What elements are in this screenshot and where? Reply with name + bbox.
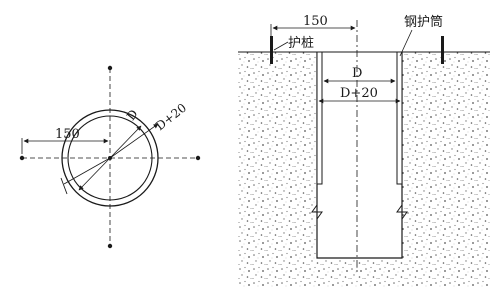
soil-left [238,52,317,287]
dim-D20-radius [109,123,159,159]
plan-view: 150 D D+20 [19,65,201,249]
dim-D20-radius-opposite [63,157,111,185]
plan-dim-D-label: D [124,107,141,123]
label-steel-casing: 钢护筒 [404,14,443,30]
guard-pile-right [441,36,444,64]
plan-dim-D20-label: D+20 [153,101,189,134]
casing-break-left [311,204,323,220]
soil-bottom [317,258,402,287]
dim-D-radius [109,125,142,159]
casing-wall-right [396,51,403,185]
guard-pile-left [270,36,273,64]
sec-dim-150-label: 150 [303,14,328,29]
guard-point-bottom [107,243,113,249]
label-pile-guard: 护桩 [288,36,314,51]
dim-D20-tick [60,177,68,195]
casing-break-right [396,204,408,220]
dim-D-radius-opposite [78,157,111,191]
steel-casing-leader [399,29,413,57]
borehole-outline [316,52,403,259]
section-view: 150 护桩 钢护筒 D D+20 [238,14,490,287]
casing-wall-left [316,51,323,185]
plan-dim-150-label: 150 [55,127,80,142]
guard-point-top [107,65,113,71]
guard-point-left [19,155,25,161]
sec-dim-D20-label: D+20 [340,86,378,101]
guard-point-right [195,155,201,161]
pile-guard-leader [273,41,289,51]
soil-right [402,52,490,287]
sec-dim-D-label: D [352,66,362,81]
